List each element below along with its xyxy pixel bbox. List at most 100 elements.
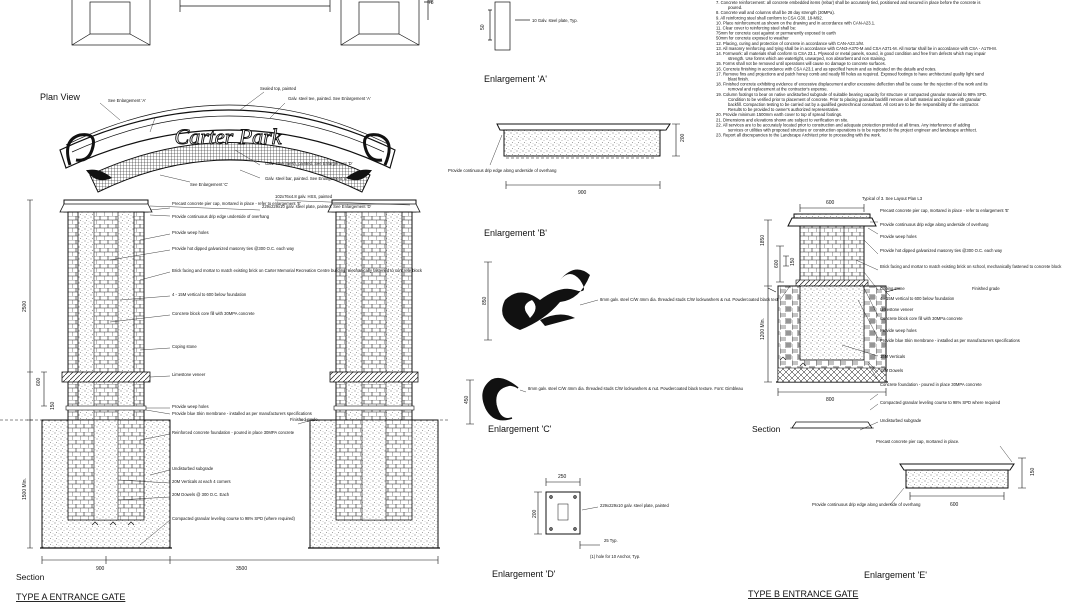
- dim-3500: 3500: [236, 566, 247, 572]
- spec-note-line: Condition to be verified prior to placem…: [728, 97, 981, 102]
- note-membrane: Provide blue Skin membrane - installed a…: [172, 411, 312, 416]
- enl-e-cap: [889, 445, 1026, 506]
- type-a-right-pier: [0, 199, 450, 549]
- enl-d-plate: [534, 478, 600, 549]
- note-granular: Compacted granular leveling course to 98…: [172, 516, 296, 521]
- spec-note-line: 14. Formwork: all materials shall confor…: [716, 51, 986, 56]
- note-galv-mesh: Galv. steel mesh, painted. See Enlargeme…: [265, 161, 353, 166]
- b-note-brick: Brick facing and mortar to match existin…: [880, 264, 1062, 269]
- sign-lettering: Carter Park: [175, 124, 283, 149]
- spec-note-line: backfill. Compaction testing to be carri…: [728, 102, 979, 107]
- e-note-cap: Precast concrete pier cap, mortared in p…: [876, 439, 959, 444]
- enl-a-dim-200: 200: [680, 133, 686, 142]
- note-subgrade: Undisturbed subgrade: [172, 466, 214, 471]
- enl-c-note: 8mm galv. steel C/W 4mm dia. threaded st…: [528, 386, 744, 391]
- note-ties: Provide hot dipped galvanized masonry ti…: [172, 246, 295, 251]
- section-label-left: Section: [16, 572, 45, 582]
- spec-note-line: 7. Concrete reinforcement: all concrete …: [716, 0, 980, 5]
- enl-d-label: Enlargement 'D': [492, 569, 556, 579]
- spec-note-line: 12. Placing, curing and protection of co…: [716, 41, 864, 46]
- b-dim-1200: 1200 Min.: [760, 318, 766, 340]
- note-precast-cap: Precast concrete pier cap, mortared in p…: [172, 201, 301, 206]
- spec-note-line: 22. All services are to be accurately lo…: [716, 122, 971, 127]
- type-b-leaders: [841, 221, 879, 431]
- type-a-leaders: [99, 91, 411, 546]
- enl-b-dim: 850: [482, 296, 488, 305]
- enl-b-note: 8mm galv. steel C/W 4mm dia. threaded st…: [600, 297, 842, 302]
- spec-note-line: Results to be provided to owner's author…: [728, 107, 839, 112]
- spec-note-line: 21. Dimensions and elevations shown are …: [716, 117, 848, 122]
- dim-1500: 1500 Min.: [22, 478, 28, 500]
- note-verticals: 20M Verticals at each 4 corners: [172, 479, 231, 484]
- dim-600: 600: [36, 377, 42, 386]
- enl-b-label: Enlargement 'B': [484, 228, 547, 238]
- spec-note-line: 10. Place reinforcement as shown on the …: [716, 20, 875, 25]
- spec-note-line: 18. Finished concrete exhibiting evidenc…: [716, 82, 988, 87]
- top-plan-fragments: [71, 0, 432, 46]
- b-note-typical: Typical of 3. See Layout Plan L3: [862, 196, 923, 201]
- spec-note-line: 19. Column footings to bear on native un…: [716, 92, 987, 97]
- b-note-core: Concrete block core fill with 30MPa conc…: [880, 316, 963, 321]
- enl-a-dim-900: 900: [578, 190, 587, 196]
- note-coping: Coping stone: [172, 344, 197, 349]
- enl-a-cap: [489, 123, 680, 189]
- enl-d-dim-25: 25 Typ.: [604, 538, 618, 543]
- spec-note-line: 13. All masonry reinforcing and tying sh…: [716, 46, 997, 51]
- type-b-notes: Typical of 3. See Layout Plan L3 Precast…: [862, 196, 1062, 423]
- note-galv-steel: Galv. steel tee, painted. See Enlargemen…: [288, 96, 371, 101]
- section-label-right: Section: [752, 424, 781, 434]
- b-note-weep2: Provide weep holes: [880, 328, 917, 333]
- b-note-weep: Provide weep holes: [880, 234, 917, 239]
- b-note-granular: Compacted granular leveling course to 98…: [880, 400, 1001, 405]
- b-note-drip: Provide continuous drip edge along under…: [880, 222, 989, 227]
- spec-note-line: blast finish.: [728, 77, 749, 82]
- b-note-dowels: 15M Dowels: [880, 368, 903, 373]
- type-b-pier: [767, 213, 901, 429]
- spec-note-line: poured.: [728, 5, 742, 10]
- spec-note-line: 15. Forms shall not be removed until ope…: [716, 61, 886, 66]
- spec-note-line: removal and replacement at the contracto…: [728, 87, 828, 92]
- b-dim-1850: 1850: [760, 235, 766, 246]
- note-see-enl-c: See Enlargement 'C': [190, 182, 228, 187]
- spec-note-line: 9. All reinforcing steel shall conform t…: [716, 15, 823, 20]
- note-rebar: 4 - 15M vertical to 600 below foundation: [172, 292, 247, 297]
- note-veneer: Limestone veneer: [172, 372, 206, 377]
- b-note-foundation: Concrete foundation - poured in place 30…: [880, 382, 982, 387]
- spec-note-line: services or utilities with proposed stru…: [728, 128, 977, 133]
- b-note-rebar: 4 - 15M vertical to 600 below foundation: [880, 296, 955, 301]
- enl-d-dim-200: 200: [532, 509, 538, 518]
- e-dim-600: 600: [950, 502, 959, 508]
- enl-c-label: Enlargement 'C': [488, 424, 552, 434]
- spec-note-line: 11. Clear cover to reinforcing steel sha…: [716, 26, 796, 31]
- b-note-membrane: Provide blue Skin membrane - installed a…: [880, 338, 1020, 343]
- spec-note-line: 50mm for concrete exposed to weather: [716, 36, 789, 41]
- b-dim-600v: 600: [774, 259, 780, 268]
- b-dim-800: 800: [826, 397, 835, 403]
- enl-c-dim: 450: [464, 395, 470, 404]
- note-see-enl-a: See Enlargement 'A': [108, 98, 146, 103]
- top-middle-fragment: [488, 1, 530, 51]
- type-a-notes: See Enlargement 'A' Sealed top, painted …: [108, 86, 423, 521]
- b-note-cap: Precast concrete pier cap, mortared in p…: [880, 208, 1009, 213]
- note-weep2: Provide weep holes: [172, 404, 209, 409]
- type-b-dimensions: [764, 204, 887, 396]
- spec-note-line: 16. Concrete finishing in accordance wit…: [716, 66, 936, 71]
- note-plate: 229x229x10 galv. steel plate, painted. S…: [262, 204, 372, 209]
- type-a-title: TYPE A ENTRANCE GATE: [16, 592, 125, 602]
- dim-150: 150: [50, 401, 56, 410]
- dim-2500: 2500: [22, 301, 28, 312]
- b-note-subgrade: Undisturbed subgrade: [880, 418, 922, 423]
- enl-c-letter: [466, 377, 527, 425]
- spec-note-line: 17. Remove fins and projections and patc…: [716, 71, 985, 76]
- b-dim-150: 150: [790, 257, 796, 266]
- e-dim-150: 150: [1030, 467, 1036, 476]
- plan-view-label: Plan View: [40, 92, 80, 102]
- b-note-finished: Finished grade: [972, 286, 1000, 291]
- b-note-verticals: 15M Verticals: [880, 354, 905, 359]
- note-finished-grade: Finished grade: [290, 417, 318, 422]
- e-note-drip: Provide continuous drip edge along under…: [812, 502, 921, 507]
- spec-note-line: 8. Concrete wall and columns shall be 28…: [716, 10, 835, 15]
- type-a-left-pier: [40, 199, 172, 549]
- enl-d-dim-250: 250: [558, 474, 567, 480]
